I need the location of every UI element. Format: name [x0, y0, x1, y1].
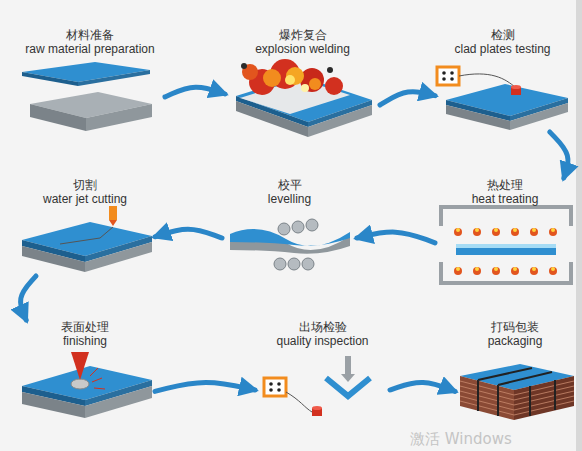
flow-arrow	[155, 382, 255, 391]
step-name-en: explosion welding	[225, 42, 380, 56]
finishing-figure	[22, 352, 152, 418]
step-name-zh: 材料准备	[15, 28, 165, 42]
flow-arrow	[165, 87, 225, 97]
flow-arrow	[550, 132, 568, 178]
explosion-welding-figure	[236, 59, 372, 137]
edge-bar	[576, 0, 582, 451]
process-step: 切割water jet cutting	[15, 178, 155, 276]
flame	[494, 267, 498, 271]
flame	[513, 267, 517, 271]
flame	[532, 228, 536, 232]
flame	[475, 228, 479, 232]
plate-testing-figure	[437, 67, 568, 130]
flame	[530, 228, 538, 236]
furnace-figure	[441, 207, 571, 283]
flame	[549, 228, 557, 236]
process-step: 打码包装packaging	[455, 320, 575, 422]
flame	[494, 228, 498, 232]
step-name-zh: 校平	[222, 178, 357, 192]
step-name-zh: 出场检验	[255, 320, 390, 334]
packaging-figure	[460, 364, 574, 420]
step-name-en: clad plates testing	[435, 42, 570, 56]
process-step: 爆炸复合explosion welding	[225, 28, 380, 138]
step-name-en: levelling	[222, 192, 357, 206]
flame	[456, 267, 460, 271]
step-name-en: raw material preparation	[15, 42, 165, 56]
flame	[551, 267, 555, 271]
flow-arrow	[357, 232, 435, 243]
flame	[454, 267, 462, 275]
flame	[473, 228, 481, 236]
flame	[530, 267, 538, 275]
flame	[511, 228, 519, 236]
flame	[492, 267, 500, 275]
flame	[456, 228, 460, 232]
flow-arrow	[390, 382, 455, 391]
step-name-zh: 热处理	[435, 178, 575, 192]
flow-arrow	[380, 92, 435, 105]
quality-inspection-figure	[264, 356, 370, 416]
flame	[532, 267, 536, 271]
flame	[492, 228, 500, 236]
flame	[549, 267, 557, 275]
flame	[473, 267, 481, 275]
flame	[513, 228, 517, 232]
water-jet-figure	[22, 206, 152, 272]
flame	[511, 267, 519, 275]
step-name-zh: 打码包装	[455, 320, 575, 334]
step-name-en: finishing	[15, 334, 155, 348]
raw-material-plates	[22, 62, 152, 131]
watermark: 激活 Windows	[410, 430, 512, 449]
flame	[551, 228, 555, 232]
process-step: 热处理heat treating	[435, 178, 575, 286]
step-name-en: water jet cutting	[15, 192, 155, 206]
step-name-en: heat treating	[435, 192, 575, 206]
flame	[475, 267, 479, 271]
levelling-figure	[230, 219, 350, 270]
flame	[454, 228, 462, 236]
process-step: 材料准备raw material preparation	[15, 28, 165, 134]
process-step: 校平levelling	[222, 178, 357, 278]
step-name-en: packaging	[455, 334, 575, 348]
step-name-zh: 检测	[435, 28, 570, 42]
process-step: 检测clad plates testing	[435, 28, 570, 132]
step-name-zh: 爆炸复合	[225, 28, 380, 42]
process-step: 出场检验quality inspection	[255, 320, 390, 420]
process-step: 表面处理finishing	[15, 320, 155, 422]
step-name-en: quality inspection	[255, 334, 390, 348]
flow-arrow	[21, 276, 36, 320]
step-name-zh: 表面处理	[15, 320, 155, 334]
flow-arrow	[155, 229, 222, 238]
step-name-zh: 切割	[15, 178, 155, 192]
